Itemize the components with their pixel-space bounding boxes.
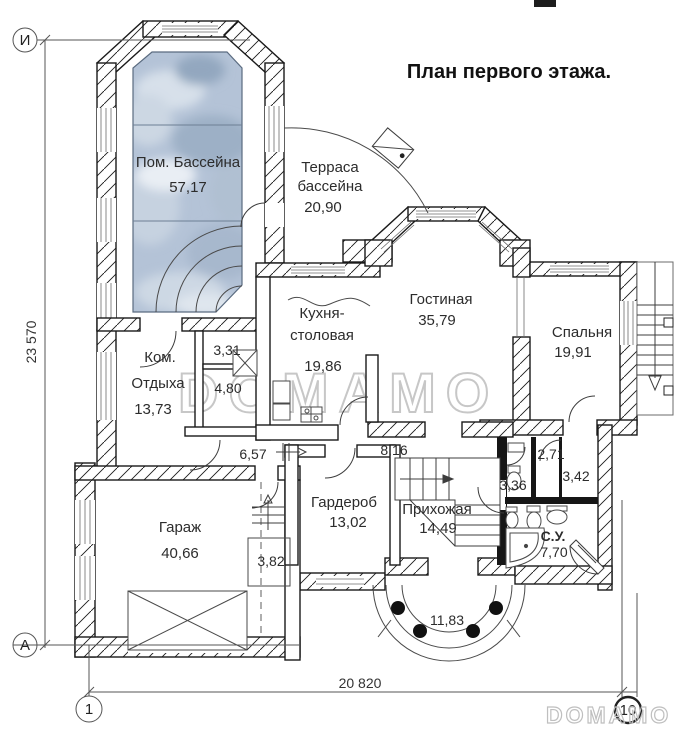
lounge-name-1: Ком. [144,349,176,366]
area-342: 3,42 [562,468,589,484]
lounge-name-2: Отдыха [131,375,185,392]
garage-area: 40,66 [161,545,199,562]
living-area: 35,79 [418,312,456,329]
area-336: 3,36 [499,477,526,493]
bathroom-fixtures [505,442,568,569]
terrace-area: 20,90 [304,199,342,216]
axis-row-top: И [20,32,31,49]
kitchen-name-1: Кухня- [299,305,344,322]
shower-box [232,349,258,377]
area-657: 6,57 [239,446,266,462]
wardrobe-name: Гардероб [311,494,377,511]
kitchen-name-2: столовая [290,327,354,344]
bathroom-name: С.У. [541,528,566,544]
watermark-corner-text: DOMAMO [546,702,671,728]
corridor-step-arrow [276,443,308,461]
area-331: 3,31 [213,342,240,358]
pool-outline [132,51,243,313]
porch-columns [391,601,503,638]
bedroom-name: Спальня [552,324,612,341]
axis-col-left: 1 [85,701,93,718]
garage-name: Гараж [159,519,201,536]
hallway-name: Прихожая [402,501,472,518]
watermark-corner: DOMAMO [545,701,671,728]
room-labels: План первого этажа. Пом. Бассейна 57,17 … [131,61,612,628]
terrace-gate [371,127,415,169]
dimension-width: 20 820 [339,675,382,691]
lounge-area: 13,73 [134,401,172,418]
garage-car-space [127,590,248,651]
area-382: 3,82 [257,553,284,569]
kitchen-fixtures [272,297,371,423]
porch-area: 11,83 [430,612,464,628]
dimension-height: 23 570 [23,320,39,363]
terrace [283,127,513,253]
kitchen-area: 19,86 [304,358,342,375]
bedroom-area: 19,91 [554,344,592,361]
living-name: Гостиная [410,291,473,308]
hallway-area: 14,49 [419,520,457,537]
terrace-name-1: Терраса [301,159,359,176]
pool-room-area: 57,17 [169,179,207,196]
area-816: 8,16 [380,442,407,458]
pool-steps [155,225,243,313]
axis-annotations: И А 23 570 20 820 1 10 [12,27,643,725]
terrace-name-2: бассейна [298,178,364,195]
watermark-center: DOMAMO [177,360,499,425]
stair-exterior [636,261,674,416]
area-271: 2,71 [537,446,564,462]
pool-lane-lines [133,124,242,222]
stair-hall [394,457,501,547]
watermark-text: DOMAMO [178,361,499,424]
wardrobe-area: 13,02 [329,514,367,531]
bathroom-area: 7,70 [540,544,567,560]
entrance-porch [372,584,526,662]
pool-room [132,51,243,313]
axis-row-bottom: А [20,637,30,654]
stair-garage-step [252,493,285,530]
axis-col-right: 10 [620,702,637,719]
pool-room-name: Пом. Бассейна [136,154,241,171]
doors [139,202,605,575]
page-title: План первого этажа. [407,61,611,83]
area-480: 4,80 [214,380,241,396]
